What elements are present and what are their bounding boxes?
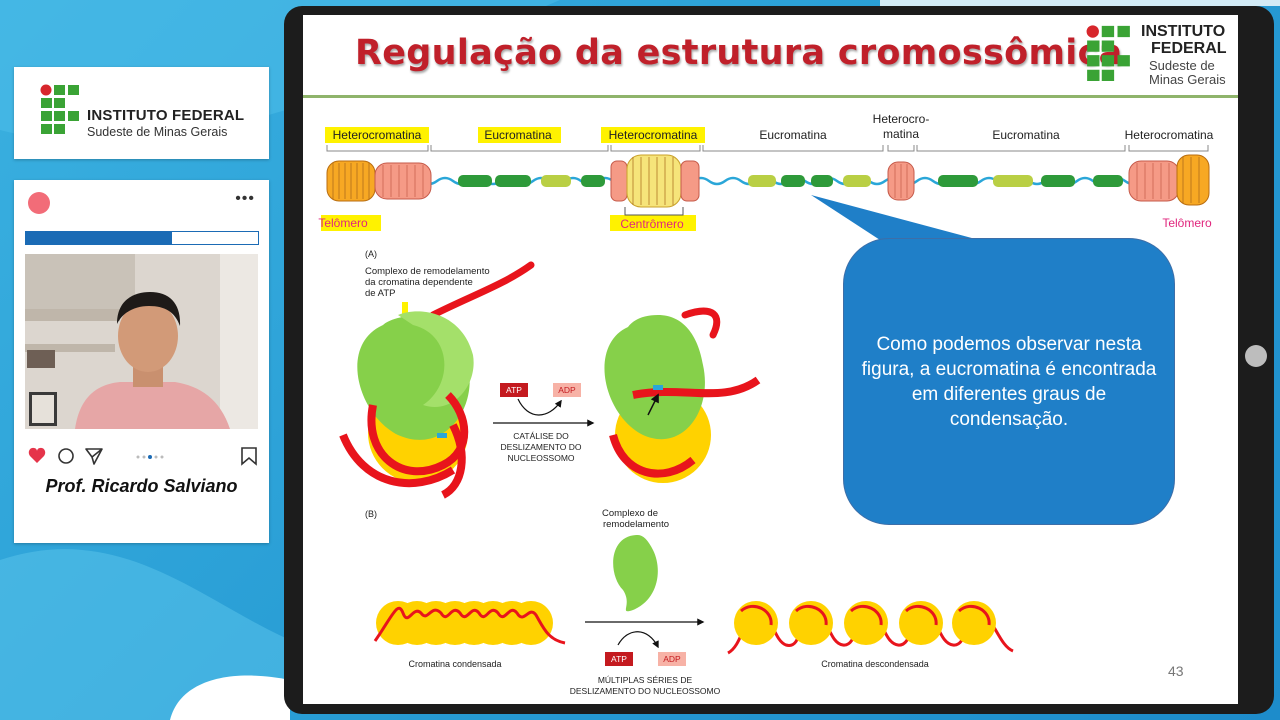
highlight	[601, 127, 705, 143]
heterochromatin-coils	[326, 154, 1210, 208]
panel-a-adp: ADP	[558, 385, 576, 395]
panel-b-remodeler	[613, 535, 658, 612]
presentation-slide: Regulação da estrutura cromossômica INST…	[303, 15, 1238, 704]
heart-icon[interactable]	[28, 447, 46, 463]
comment-icon[interactable]	[58, 448, 74, 464]
slide-institute-sub-line2: Minas Gerais	[1149, 72, 1226, 87]
panel-b-condensed-chromatin	[373, 601, 566, 645]
panel-b-adp-box	[658, 652, 686, 666]
carousel-dots-icon	[136, 455, 164, 459]
panel-a-atp: ATP	[506, 385, 522, 395]
presenter-card: ••• Prof. R	[14, 180, 269, 543]
label-heterocromatina-2: Heterocromatina	[609, 128, 698, 142]
panel-a-complex-label-1: Complexo de remodelamento	[365, 266, 490, 277]
panel-b-complex-label-2: remodelamento	[603, 519, 669, 530]
video-progress-bar[interactable]	[25, 231, 259, 245]
panel-a-adp-box	[553, 383, 581, 397]
panel-a-complex-label-2: da cromatina dependente	[365, 277, 473, 288]
video-progress-fill	[26, 232, 173, 244]
highlight	[321, 215, 381, 231]
panel-b-curved-arrow	[617, 631, 659, 649]
page-number: 43	[1168, 663, 1184, 679]
send-icon[interactable]	[85, 448, 103, 465]
panel-a-atp-box	[500, 383, 528, 397]
panel-b-atp-box	[605, 652, 633, 666]
label-telomero-left: Telômero	[318, 216, 368, 230]
post-actions	[28, 446, 258, 466]
slide-title: Regulação da estrutura cromossômica	[355, 33, 1123, 73]
institute-logo-card: INSTITUTO FEDERAL Sudeste de Minas Gerai…	[14, 67, 269, 159]
panel-b-atp: ATP	[611, 654, 627, 664]
presenter-webcam-video[interactable]	[25, 254, 258, 429]
panel-a-caption-1: CATÁLISE DO	[513, 431, 569, 441]
panel-a-right-nucleosome	[604, 307, 761, 483]
panel-a-curved-arrow	[517, 398, 562, 416]
tablet-home-button[interactable]	[1245, 345, 1267, 367]
avatar[interactable]	[28, 192, 50, 214]
slide-institute-name: INSTITUTO FEDERAL	[1141, 23, 1227, 57]
panel-b-caption-2: DESLIZAMENTO DO NUCLEOSSOMO	[570, 686, 721, 696]
euchromatin-clusters	[458, 175, 1123, 187]
highlight	[610, 215, 696, 231]
label-centromero: Centrômero	[620, 217, 684, 231]
callout-text: Como podemos observar nesta figura, a eu…	[861, 333, 1157, 430]
slide-institute-sub-line1: Sudeste de	[1149, 58, 1215, 73]
label-eucromatina-1: Eucromatina	[484, 128, 552, 142]
panel-a-complex-label-3: de ATP	[365, 288, 395, 299]
panel-b-caption-1: MÚLTIPLAS SÉRIES DE	[598, 675, 693, 685]
highlight	[325, 127, 429, 143]
panel-a-caption-2: DESLIZAMENTO DO	[500, 442, 581, 452]
more-dots-icon[interactable]: •••	[235, 190, 255, 207]
panel-b-left-caption: Cromatina condensada	[408, 659, 501, 669]
label-heterocromatina-3b: matina	[883, 127, 919, 141]
institute-logo-icon	[1086, 25, 1130, 81]
panel-a-left-nucleosome	[339, 261, 535, 499]
bookmark-icon[interactable]	[241, 447, 257, 466]
slide-institute-name-line1: INSTITUTO	[1141, 23, 1226, 40]
label-heterocromatina-4: Heterocromatina	[1125, 128, 1214, 142]
panel-a-caption-3: NUCLEOSSOMO	[507, 453, 574, 463]
label-heterocromatina-3a: Heterocro-	[873, 112, 930, 126]
panel-a-tag: (A)	[365, 249, 377, 259]
slide-institute-name-line2: FEDERAL	[1151, 40, 1227, 57]
panel-b-tag: (B)	[365, 509, 377, 519]
region-brackets	[326, 145, 1209, 152]
panel-b-complex-label-1: Complexo de	[602, 508, 658, 519]
label-eucromatina-3: Eucromatina	[992, 128, 1060, 142]
label-heterocromatina-1: Heterocromatina	[333, 128, 422, 142]
presenter-name: Prof. Ricardo Salviano	[45, 476, 238, 496]
highlight	[478, 127, 561, 143]
webcam-scene	[25, 254, 258, 429]
label-eucromatina-2: Eucromatina	[759, 128, 827, 142]
title-divider	[303, 95, 1238, 98]
panel-b-adp: ADP	[663, 654, 681, 664]
institute-name: INSTITUTO FEDERAL	[87, 107, 245, 124]
chromatin-figure: Heterocromatina Eucromatina Heterocromat…	[318, 112, 1214, 696]
panel-b-decondensed-chromatin	[727, 601, 1014, 655]
institute-subtitle: Sudeste de Minas Gerais	[87, 125, 228, 139]
slide-institute-subtitle: Sudeste de Minas Gerais	[1149, 59, 1226, 87]
centromere-bracket	[624, 207, 684, 216]
institute-logo-icon	[40, 84, 79, 134]
callout-bubble: Como podemos observar nesta figura, a eu…	[843, 238, 1175, 525]
panel-b-right-caption: Cromatina descondensada	[821, 659, 929, 669]
label-telomero-right: Telômero	[1162, 216, 1212, 230]
